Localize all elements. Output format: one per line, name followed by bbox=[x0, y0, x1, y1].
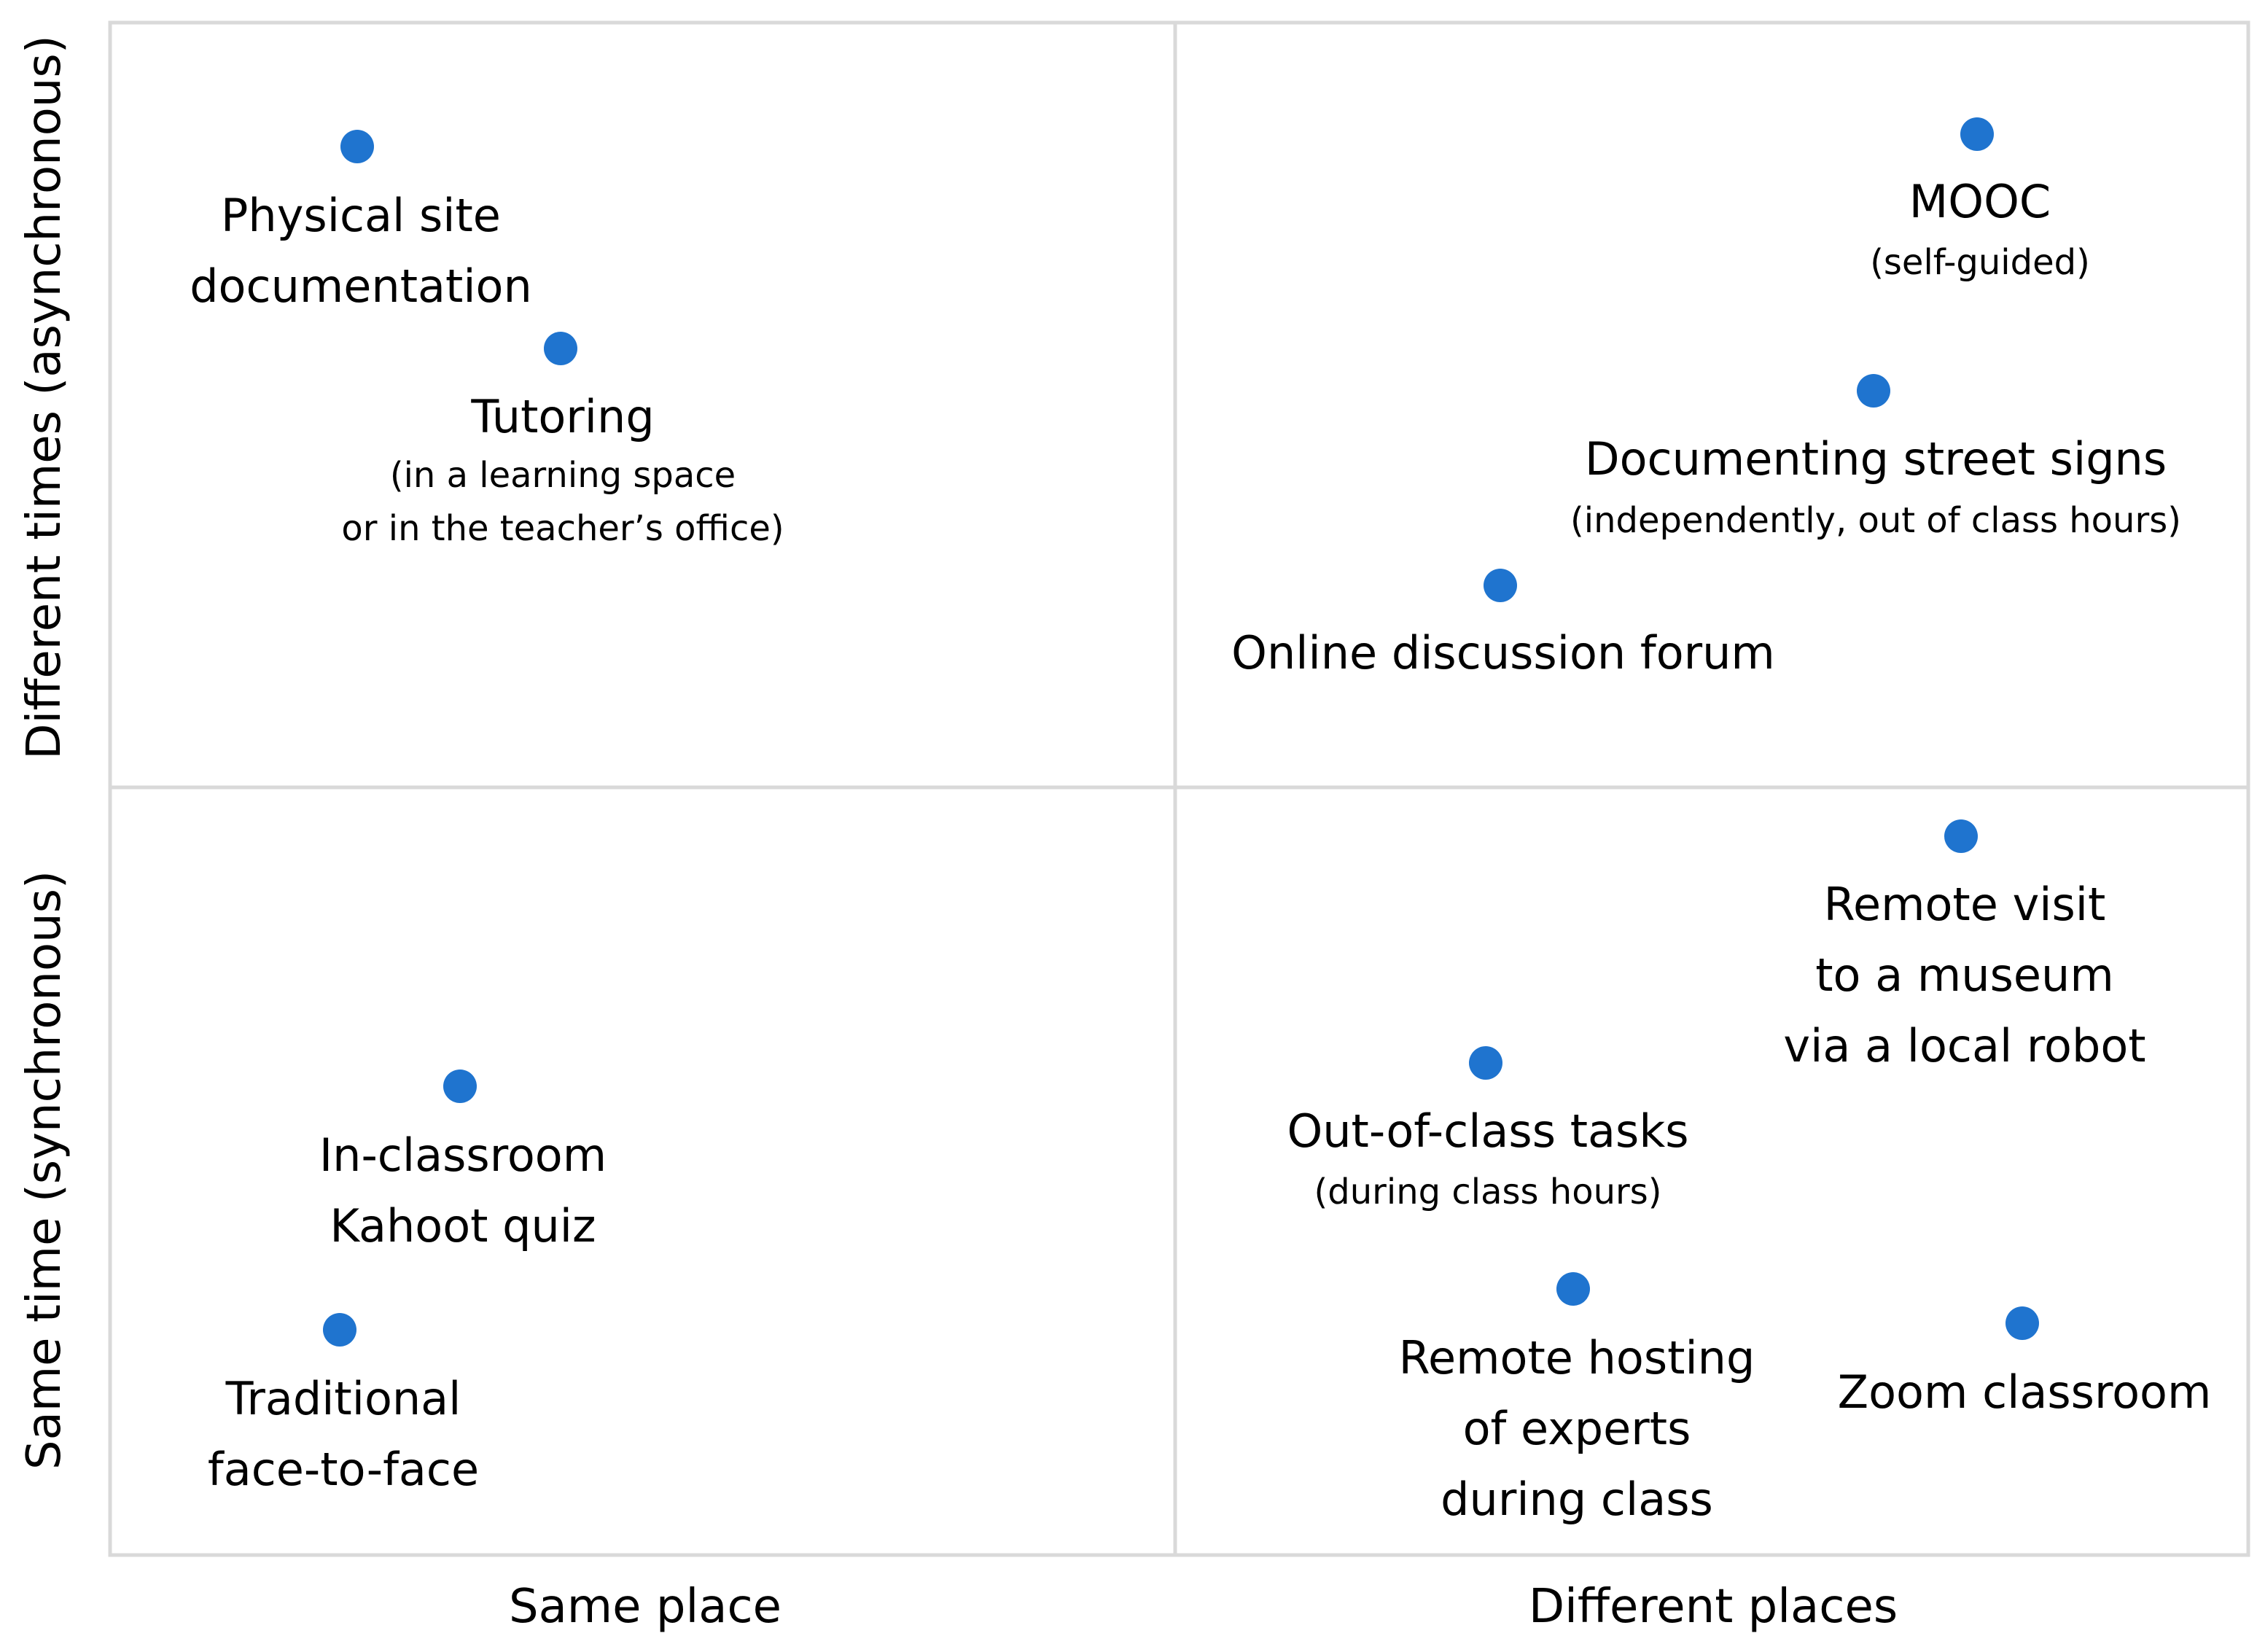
y-axis-label-same-time: Same time (synchronous) bbox=[17, 870, 71, 1470]
quadrant-different-places-same-time: Remote visit to a museum via a local rob… bbox=[1287, 819, 2211, 1526]
item-subtitle-line: (during class hours) bbox=[1314, 1172, 1662, 1212]
item-dot bbox=[2005, 1306, 2039, 1340]
item-subtitle-line: (independently, out of class hours) bbox=[1570, 500, 2181, 541]
item-title-line: during class bbox=[1441, 1473, 1713, 1526]
item-dot bbox=[1556, 1272, 1590, 1306]
item-title-line: Remote visit bbox=[1824, 878, 2106, 931]
item-in-classroom-kahoot-quiz: In-classroom Kahoot quiz bbox=[319, 1069, 607, 1252]
item-subtitle-line: (self-guided) bbox=[1870, 242, 2090, 283]
item-title-line: Traditional bbox=[225, 1372, 461, 1425]
item-online-discussion-forum: Online discussion forum bbox=[1231, 569, 1775, 679]
item-title-line: MOOC bbox=[1909, 175, 2051, 228]
item-subtitle-line: (in a learning space bbox=[390, 455, 736, 496]
item-title-line: Zoom classroom bbox=[1838, 1365, 2212, 1419]
item-dot bbox=[1857, 374, 1890, 408]
quadrant-grid bbox=[108, 20, 2250, 1557]
item-dot bbox=[443, 1069, 477, 1103]
item-traditional-face-to-face: Traditional face-to-face bbox=[208, 1313, 479, 1496]
y-axis-label-different-times: Different times (asynchronous) bbox=[17, 35, 71, 759]
item-tutoring: Tutoring (in a learning space or in the … bbox=[341, 332, 784, 549]
item-zoom-classroom: Zoom classroom bbox=[1838, 1306, 2212, 1419]
item-documenting-street-signs: Documenting street signs (independently,… bbox=[1570, 374, 2181, 541]
item-dot bbox=[1469, 1046, 1502, 1080]
item-remote-museum-visit: Remote visit to a museum via a local rob… bbox=[1783, 819, 2146, 1072]
item-title-line: Kahoot quiz bbox=[330, 1199, 596, 1252]
x-axis-label-same-place: Same place bbox=[509, 1580, 781, 1634]
quadrant-same-place-different-times: Physical site documentation Tutoring (in… bbox=[190, 130, 784, 549]
item-out-of-class-tasks: Out-of-class tasks (during class hours) bbox=[1287, 1046, 1689, 1212]
item-dot bbox=[544, 332, 577, 365]
item-remote-hosting-of-experts: Remote hosting of experts during class bbox=[1399, 1272, 1755, 1526]
x-axis-label-different-places: Different places bbox=[1529, 1580, 1898, 1634]
item-title-line: Tutoring bbox=[470, 390, 654, 443]
item-title-line: face-to-face bbox=[208, 1443, 479, 1496]
item-dot bbox=[1960, 117, 1994, 151]
item-title-line: In-classroom bbox=[319, 1129, 607, 1182]
item-title-line: documentation bbox=[190, 260, 532, 313]
item-dot bbox=[1944, 819, 1978, 853]
item-title-line: via a local robot bbox=[1783, 1019, 2145, 1072]
item-title-line: to a museum bbox=[1815, 948, 2113, 1002]
item-dot bbox=[340, 130, 374, 163]
item-dot bbox=[1484, 569, 1517, 602]
item-subtitle-line: or in the teacher’s office) bbox=[341, 508, 784, 549]
item-mooc: MOOC (self-guided) bbox=[1870, 117, 2090, 283]
item-title-line: Online discussion forum bbox=[1231, 626, 1775, 679]
quadrant-different-places-different-times: MOOC (self-guided) Documenting street si… bbox=[1231, 117, 2181, 679]
item-physical-site-documentation: Physical site documentation bbox=[190, 130, 532, 313]
item-title-line: Out-of-class tasks bbox=[1287, 1104, 1688, 1158]
quadrant-same-place-same-time: In-classroom Kahoot quiz Traditional fac… bbox=[208, 1069, 607, 1496]
item-title-line: of experts bbox=[1463, 1402, 1691, 1455]
item-title-line: Documenting street signs bbox=[1585, 432, 2167, 486]
item-title-line: Physical site bbox=[221, 189, 501, 242]
item-title-line: Remote hosting bbox=[1399, 1331, 1755, 1384]
item-dot bbox=[323, 1313, 356, 1347]
